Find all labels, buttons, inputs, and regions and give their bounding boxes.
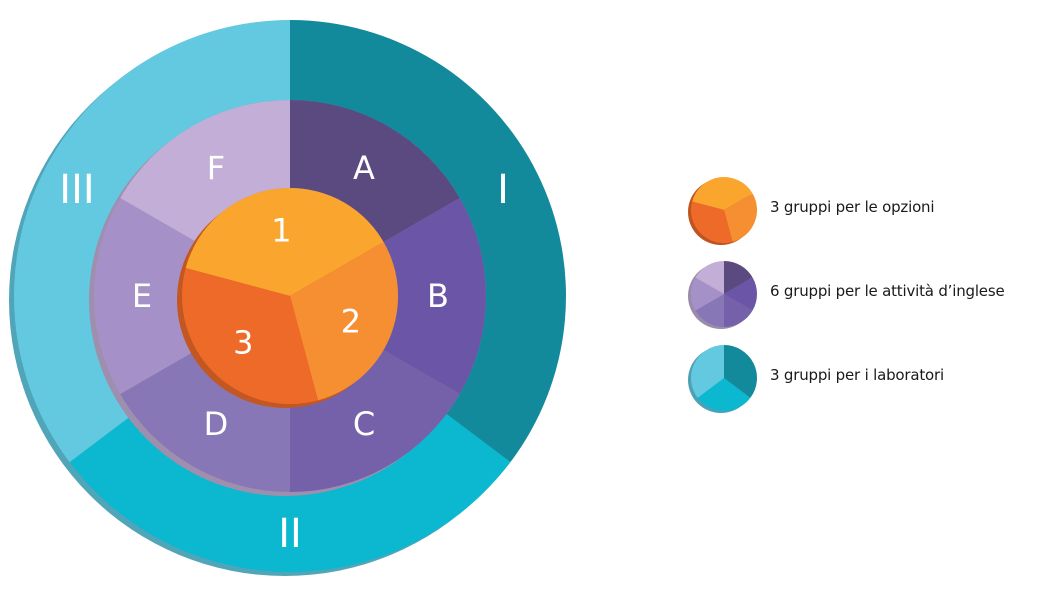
legend-swatch-slice	[695, 261, 724, 294]
inner-circle-label-2: 2	[341, 302, 361, 340]
legend-swatch-slice	[691, 201, 733, 243]
outer-ring-segment-i	[290, 20, 567, 463]
legend-item-english: 6 gruppi per le attività d’inglese	[688, 256, 1054, 340]
legend-swatch-purple	[688, 261, 757, 329]
middle-ring-label-f: F	[207, 149, 225, 187]
legend-label-labs: 3 gruppi per i laboratori	[770, 366, 944, 384]
legend-label-english: 6 gruppi per le attività d’inglese	[770, 282, 1005, 300]
legend-swatch-slice	[695, 294, 724, 327]
legend-item-labs: 3 gruppi per i laboratori	[688, 340, 1054, 424]
legend-swatch-slice	[691, 345, 724, 398]
legend-swatch-slice	[697, 378, 751, 411]
legend-swatch-orange	[688, 177, 757, 245]
inner-circle-label-1: 1	[271, 212, 291, 250]
outer-ring-label-i: I	[497, 167, 509, 213]
inner-circle-segment-3	[182, 268, 318, 404]
outer-ring-segment-iii	[14, 20, 291, 463]
inner-circle-label-3: 3	[233, 324, 253, 362]
legend: 3 gruppi per le opzioni 6 gruppi per le …	[688, 172, 1054, 424]
legend-swatch-slice	[724, 294, 753, 327]
legend-swatch-teal	[688, 345, 757, 413]
inner-circle-segment-2	[290, 242, 398, 401]
middle-ring-segment-b	[383, 198, 486, 394]
legend-item-options: 3 gruppi per le opzioni	[688, 172, 1054, 256]
middle-ring-segment-f	[120, 100, 290, 242]
middle-ring-label-d: D	[204, 405, 229, 443]
legend-swatch-slice	[724, 193, 757, 242]
legend-swatch-slice	[692, 177, 753, 210]
middle-ring-segment-d	[120, 350, 290, 492]
middle-ring-segment-a	[290, 100, 460, 242]
middle-ring-label-b: B	[427, 277, 449, 315]
middle-ring-segment-c	[290, 350, 460, 492]
middle-ring-label-c: C	[353, 405, 375, 443]
legend-label-options: 3 gruppi per le opzioni	[770, 198, 935, 216]
outer-ring-label-iii: III	[59, 167, 94, 213]
middle-ring-label-a: A	[353, 149, 375, 187]
legend-swatch-slice	[724, 261, 753, 294]
inner-circle: 1 2 3	[177, 188, 398, 408]
legend-swatch-slice	[724, 345, 757, 398]
inner-circle-segment-1	[185, 188, 384, 296]
outer-ring-label-ii: II	[278, 511, 302, 557]
legend-swatch-slice	[691, 277, 724, 311]
legend-swatch-slice	[724, 277, 757, 311]
middle-ring-label-e: E	[132, 277, 152, 315]
middle-ring-segment-e	[93, 198, 197, 394]
